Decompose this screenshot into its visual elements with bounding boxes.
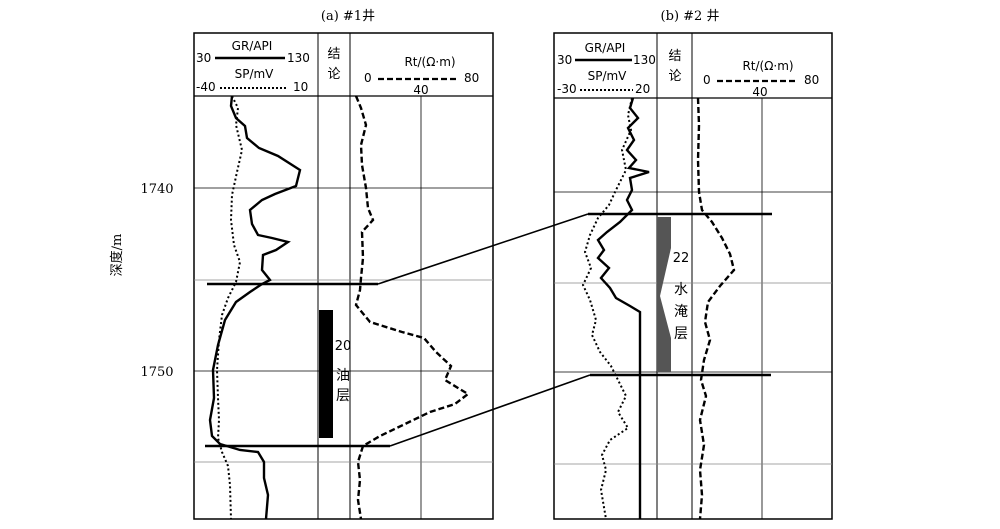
well-2-rt-min: 0: [703, 73, 711, 87]
well-1-rt-curve: [354, 95, 471, 520]
well-2-gr-curve: [596, 97, 650, 519]
well-1-conclusion-header-2: 论: [327, 67, 340, 82]
depth-axis-label: 深度/m: [109, 234, 125, 277]
well-1-rt-max: 80: [464, 71, 479, 85]
well-1-rt-mid: 40: [413, 83, 428, 97]
well-2-sp-curve: [581, 97, 633, 520]
well-1-title: (a) #1井: [321, 9, 375, 24]
well-1-sp-label: SP/mV: [235, 67, 275, 81]
depth-tick-1750: 1750: [140, 365, 173, 380]
well-2-conclusion-header-1: 结: [668, 49, 681, 64]
well-1-panel: (a) #1井 GR/API 30 130 SP/mV -40 10 结 论 R…: [193, 9, 494, 520]
well-2-rt-max: 80: [804, 73, 819, 87]
well-1-gr-min: 30: [196, 51, 211, 65]
well-1-oil-layer-bar: [319, 310, 333, 438]
well-1-sp-min: -40: [196, 80, 216, 94]
well-1-zone-number: 20: [335, 339, 352, 354]
depth-tick-1740: 1740: [140, 182, 173, 197]
well-2-conclusion-header-2: 论: [668, 69, 681, 84]
well-1-gr-curve: [208, 95, 302, 520]
well-1-gr-max: 130: [287, 51, 310, 65]
correlation-line-bottom: [389, 374, 591, 447]
well-1-sp-curve: [215, 95, 244, 520]
well-2-frame: [553, 32, 833, 520]
well-2-rt-mid: 40: [752, 85, 767, 99]
well-1-conclusion-header-1: 结: [327, 47, 340, 62]
correlation-line-top: [377, 213, 589, 285]
well-2-zone-text-3: 层: [674, 326, 688, 342]
well-2-zone-text-2: 淹: [674, 304, 688, 320]
well-1-frame: [193, 32, 494, 520]
well-2-gr-min: 30: [557, 53, 572, 67]
well-1-rt-label: Rt/(Ω·m): [404, 55, 455, 69]
well-2-rt-curve: [696, 97, 736, 520]
well-1-sp-max: 10: [293, 80, 308, 94]
well-2-gr-max: 130: [633, 53, 656, 67]
well-2-sp-max: 20: [635, 82, 650, 96]
well-2-sp-min: -30: [557, 82, 577, 96]
well-2-zone-number: 22: [673, 251, 690, 266]
well-2-title: (b) #2 井: [661, 9, 720, 24]
well-1-gr-label: GR/API: [232, 39, 273, 53]
well-1-zone-text-2: 层: [336, 388, 350, 404]
well-2-water-flooded-layer-bar: [657, 217, 671, 372]
well-2-zone-text-1: 水: [674, 282, 688, 298]
well-2-panel: (b) #2 井 GR/API 30 130 SP/mV -30 20 结 论 …: [553, 9, 833, 520]
well-1-zone-text-1: 油: [336, 368, 350, 384]
well-2-sp-label: SP/mV: [588, 69, 628, 83]
well-2-rt-label: Rt/(Ω·m): [742, 59, 793, 73]
well-1-rt-min: 0: [364, 71, 372, 85]
well-2-gr-label: GR/API: [585, 41, 626, 55]
